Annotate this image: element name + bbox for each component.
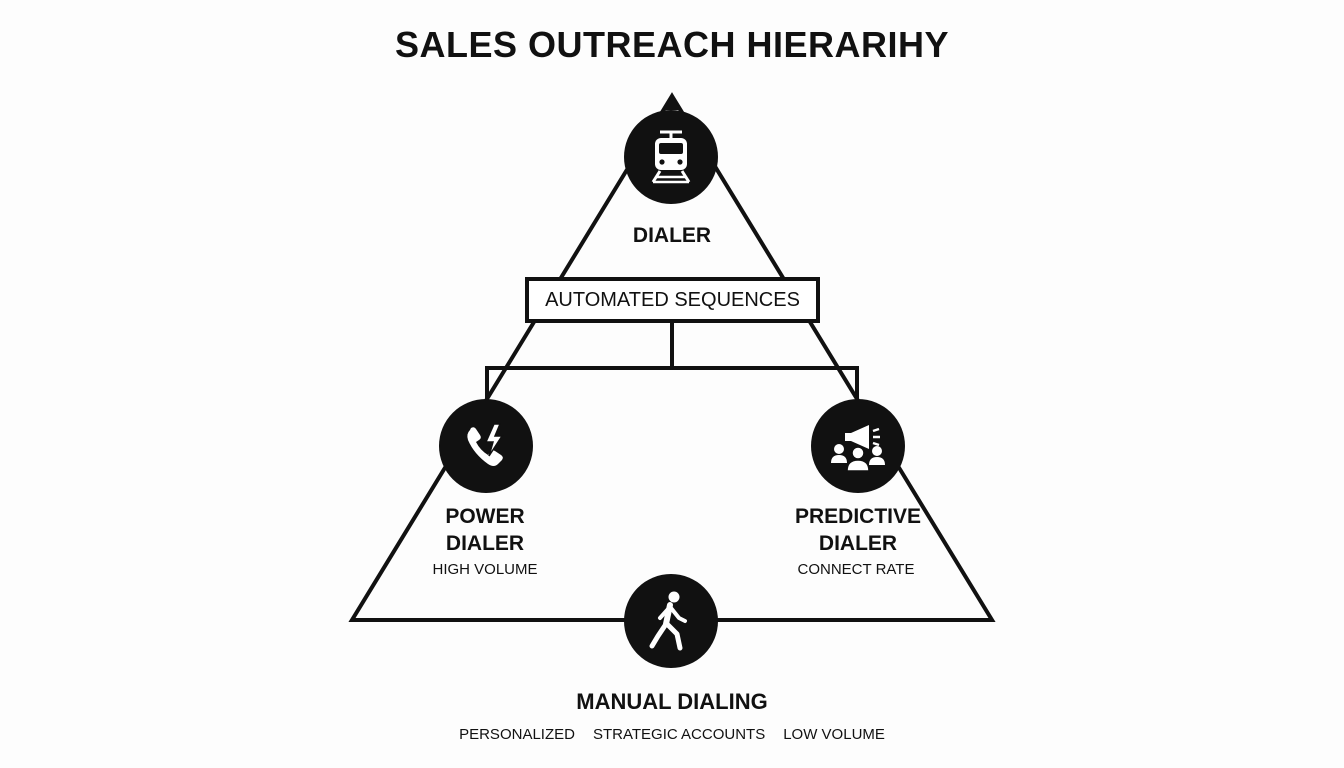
tag-low-volume: LOW VOLUME [783, 726, 885, 743]
power-dialer-sub: HIGH VOLUME [432, 561, 538, 578]
automated-sequences-label: AUTOMATED SEQUENCES [545, 288, 800, 311]
pyramid-apex-tip [664, 96, 680, 110]
power-dialer-label-line2: DIALER [445, 532, 525, 555]
predictive-dialer-label: PREDICTIVE DIALER [768, 503, 948, 557]
train-icon [624, 110, 718, 204]
predictive-dialer-sub: CONNECT RATE [797, 561, 915, 578]
megaphone-group-icon [811, 399, 905, 493]
automated-sequences-box: AUTOMATED SEQUENCES [525, 277, 820, 323]
dialer-label: DIALER [632, 224, 712, 247]
predictive-dialer-label-line2: DIALER [818, 532, 898, 555]
power-dialer-label-line1: POWER [445, 505, 525, 528]
power-dialer-label: POWER DIALER [405, 503, 565, 557]
tag-strategic-accounts: STRATEGIC ACCOUNTS [592, 726, 766, 743]
manual-dialing-label: MANUAL DIALING [576, 689, 768, 714]
predictive-dialer-label-line1: PREDICTIVE [794, 505, 922, 528]
phone-lightning-icon [439, 399, 533, 493]
tag-personalized: PERSONALIZED [459, 726, 575, 743]
diagram-title: SALES OUTREACH HIERARIHY [394, 24, 950, 65]
walking-person-icon [624, 574, 718, 668]
manual-dialing-tags: PERSONALIZED STRATEGIC ACCOUNTS LOW VOLU… [0, 726, 1344, 743]
